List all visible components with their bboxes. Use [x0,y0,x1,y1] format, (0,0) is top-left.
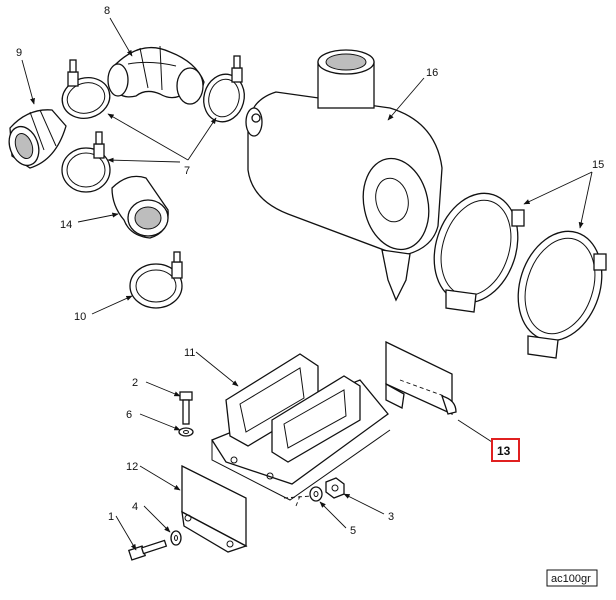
elbow-hose-part-8 [107,45,205,105]
callout-16: 16 [426,67,438,79]
reference-code-box: ac100gr [546,569,598,587]
callout-labels: 8 9 7 14 10 16 15 11 2 6 12 4 1 3 5 [16,5,604,537]
air-cleaner-part-16 [245,49,443,302]
bracket-plate-part-12 [181,464,248,553]
callout-8: 8 [104,5,110,17]
callout-10: 10 [74,311,86,323]
highlight-box [491,438,520,462]
callout-3: 3 [388,511,394,523]
callout-1: 1 [108,511,114,523]
washer-part-4 [170,530,182,546]
callout-4: 4 [132,501,138,513]
hose-clamp-part-7-lower [61,131,111,193]
hose-clamp-part-7-right [203,55,245,123]
washer-part-5 [309,486,323,502]
callout-6: 6 [126,409,132,421]
callout-2: 2 [132,377,138,389]
hose-clamp-part-10 [129,251,183,309]
mounting-band-part-15-right [517,230,607,359]
hose-part-9 [8,109,67,169]
washer-part-6 [178,427,194,437]
callout-9: 9 [16,47,22,59]
callout-15: 15 [592,159,604,171]
highlighted-callout-13: 13 [491,438,520,462]
callout-7: 7 [184,165,190,177]
callout-12: 12 [126,461,138,473]
mounting-band-part-15-left [433,192,525,313]
callout-13: 13 [497,444,511,458]
mounting-bracket-part-11 [211,353,391,501]
hose-clamp-part-7-top [61,59,111,119]
reference-code: ac100gr [551,573,591,585]
callout-14: 14 [60,219,72,231]
bracket-plate-part-13 [385,340,457,416]
bolt-part-1 [127,539,168,561]
nut-part-3 [325,477,345,499]
bolt-part-2 [179,391,193,425]
elbow-hose-part-14 [111,175,169,239]
callout-5: 5 [350,525,356,537]
callout-11: 11 [184,347,195,359]
leader-lines [21,17,593,551]
